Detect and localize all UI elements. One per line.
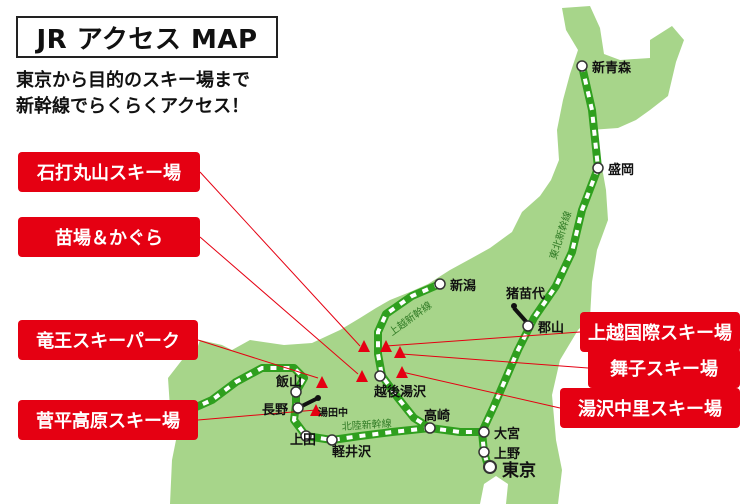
map-subtitle: 東京から目的のスキー場まで 新幹線でらくらくアクセス！ xyxy=(16,68,316,120)
station-omiya: 大宮 xyxy=(494,426,520,442)
resort-label-ryuoo[interactable]: 竜王スキーパーク xyxy=(18,320,198,360)
station-labels: 新青森 盛岡 新潟 猪苗代 郡山 越後湯沢 高崎 大宮 上野 東京 飯山 長野 … xyxy=(262,60,634,481)
station-nagano: 長野 xyxy=(262,403,288,418)
resort-label-sugadaira[interactable]: 菅平高原スキー場 xyxy=(18,400,198,440)
mountain-maiko-icon xyxy=(394,346,406,358)
mountain-joetsu-kokusai-icon xyxy=(380,340,392,352)
station-markers xyxy=(290,60,604,458)
subtitle-line-1: 東京から目的のスキー場まで xyxy=(16,70,250,91)
station-dot-karuizawa xyxy=(326,434,338,446)
station-takasaki: 高崎 xyxy=(424,408,450,424)
resort-markers xyxy=(310,340,408,416)
leader-ryuoo xyxy=(197,339,319,379)
station-dot-yudanaka xyxy=(315,395,321,401)
resort-label-yuzawa-nakazato[interactable]: 湯沢中里スキー場 xyxy=(560,388,740,428)
leader-ishiuchi xyxy=(199,171,361,347)
map-title: JR アクセス MAP xyxy=(16,16,278,58)
station-dot-ueda xyxy=(300,430,312,442)
mountain-sugadaira-icon xyxy=(310,404,322,416)
line-label-hokuriku: 北陸新幹線 xyxy=(341,417,392,433)
station-dot-omiya xyxy=(478,426,490,438)
station-dot-nagano xyxy=(292,402,304,414)
station-echigo-yuzawa: 越後湯沢 xyxy=(373,384,427,400)
station-dot-niigata xyxy=(434,278,446,290)
leader-lines xyxy=(197,171,589,421)
resort-label-maiko[interactable]: 舞子スキー場 xyxy=(588,348,740,388)
leader-maiko xyxy=(401,353,589,369)
mountain-yuzawa-nakazato-icon xyxy=(396,366,408,378)
station-yudanaka: 湯田中 xyxy=(318,406,348,419)
station-dot-echigo-yuzawa xyxy=(374,370,386,382)
station-dot-morioka xyxy=(592,162,604,174)
hokuriku-shinkansen-line xyxy=(190,364,434,444)
station-dot-shin-aomori xyxy=(576,60,588,72)
station-niigata: 新潟 xyxy=(450,278,476,294)
leader-joetsu-kokusai xyxy=(385,331,581,347)
station-dot-inawashiro xyxy=(511,303,517,309)
station-dot-ueno xyxy=(478,446,490,458)
subtitle-line-2: 新幹線でらくらくアクセス！ xyxy=(16,96,250,117)
tokyo-bay xyxy=(480,476,508,504)
station-morioka: 盛岡 xyxy=(608,162,634,178)
leader-naeba xyxy=(199,236,359,375)
station-tokyo: 東京 xyxy=(502,460,536,481)
mountain-naeba-icon xyxy=(356,370,368,382)
station-shin-aomori: 新青森 xyxy=(592,60,632,76)
station-dot-takasaki xyxy=(424,422,436,434)
resort-label-naeba[interactable]: 苗場＆かぐら xyxy=(18,217,200,257)
mountain-ryuoo-icon xyxy=(316,376,328,388)
station-koriyama: 郡山 xyxy=(537,320,564,336)
station-dot-tokyo xyxy=(483,460,497,474)
station-dot-iiyama xyxy=(290,386,302,398)
station-inawashiro: 猪苗代 xyxy=(505,286,545,302)
station-ueno: 上野 xyxy=(494,447,520,462)
resort-label-ishiuchi[interactable]: 石打丸山スキー場 xyxy=(18,152,200,192)
leader-yuzawa-nakazato xyxy=(401,371,561,409)
mountain-ishiuchi-icon xyxy=(358,340,370,352)
station-dot-koriyama xyxy=(522,320,534,332)
station-iiyama: 飯山 xyxy=(275,374,302,390)
resort-label-joetsu-kokusai[interactable]: 上越国際スキー場 xyxy=(580,312,740,352)
station-ueda: 上田 xyxy=(290,433,316,448)
station-karuizawa: 軽井沢 xyxy=(332,444,372,460)
land-honshu xyxy=(168,6,684,504)
